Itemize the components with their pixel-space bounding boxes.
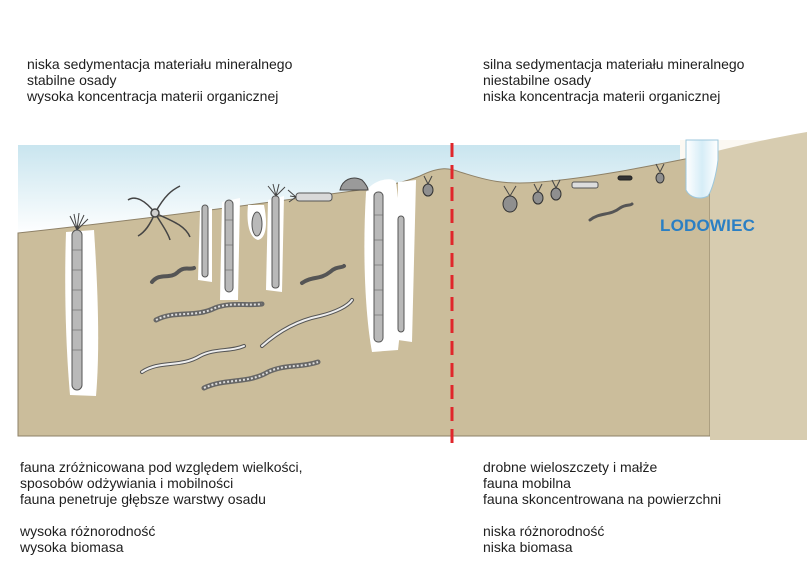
bottom-right-line-1: drobne wieloszczety i małże xyxy=(483,459,721,475)
top-right-line-2: niestabilne osady xyxy=(483,72,744,88)
bottom-right-line-2: fauna mobilna xyxy=(483,475,721,491)
top-left-line-2: stabilne osady xyxy=(27,72,292,88)
bottom-left-line-1: fauna zróżnicowana pod względem wielkośc… xyxy=(20,459,302,475)
bottom-right-summary-2: niska biomasa xyxy=(483,539,721,555)
bottom-left-description: fauna zróżnicowana pod względem wielkośc… xyxy=(20,459,302,555)
top-right-line-1: silna sedymentacja materiału mineralnego xyxy=(483,56,744,72)
bottom-right-summary-1: niska różnorodność xyxy=(483,523,721,539)
bottom-left-summary-1: wysoka różnorodność xyxy=(20,523,302,539)
bottom-left-summary-2: wysoka biomasa xyxy=(20,539,302,555)
top-left-line-3: wysoka koncentracja materii organicznej xyxy=(27,88,292,104)
bottom-right-description: drobne wieloszczety i małże fauna mobiln… xyxy=(483,459,721,555)
top-left-line-1: niska sedymentacja materiału mineralnego xyxy=(27,56,292,72)
top-left-description: niska sedymentacja materiału mineralnego… xyxy=(27,56,292,104)
bottom-left-line-3: fauna penetruje głębsze warstwy osadu xyxy=(20,491,302,507)
bottom-left-line-2: sposobów odżywiania i mobilności xyxy=(20,475,302,491)
bottom-right-line-3: fauna skoncentrowana na powierzchni xyxy=(483,491,721,507)
glacier-label: LODOWIEC xyxy=(660,216,755,236)
top-right-line-3: niska koncentracja materii organicznej xyxy=(483,88,744,104)
top-right-description: silna sedymentacja materiału mineralnego… xyxy=(483,56,744,104)
